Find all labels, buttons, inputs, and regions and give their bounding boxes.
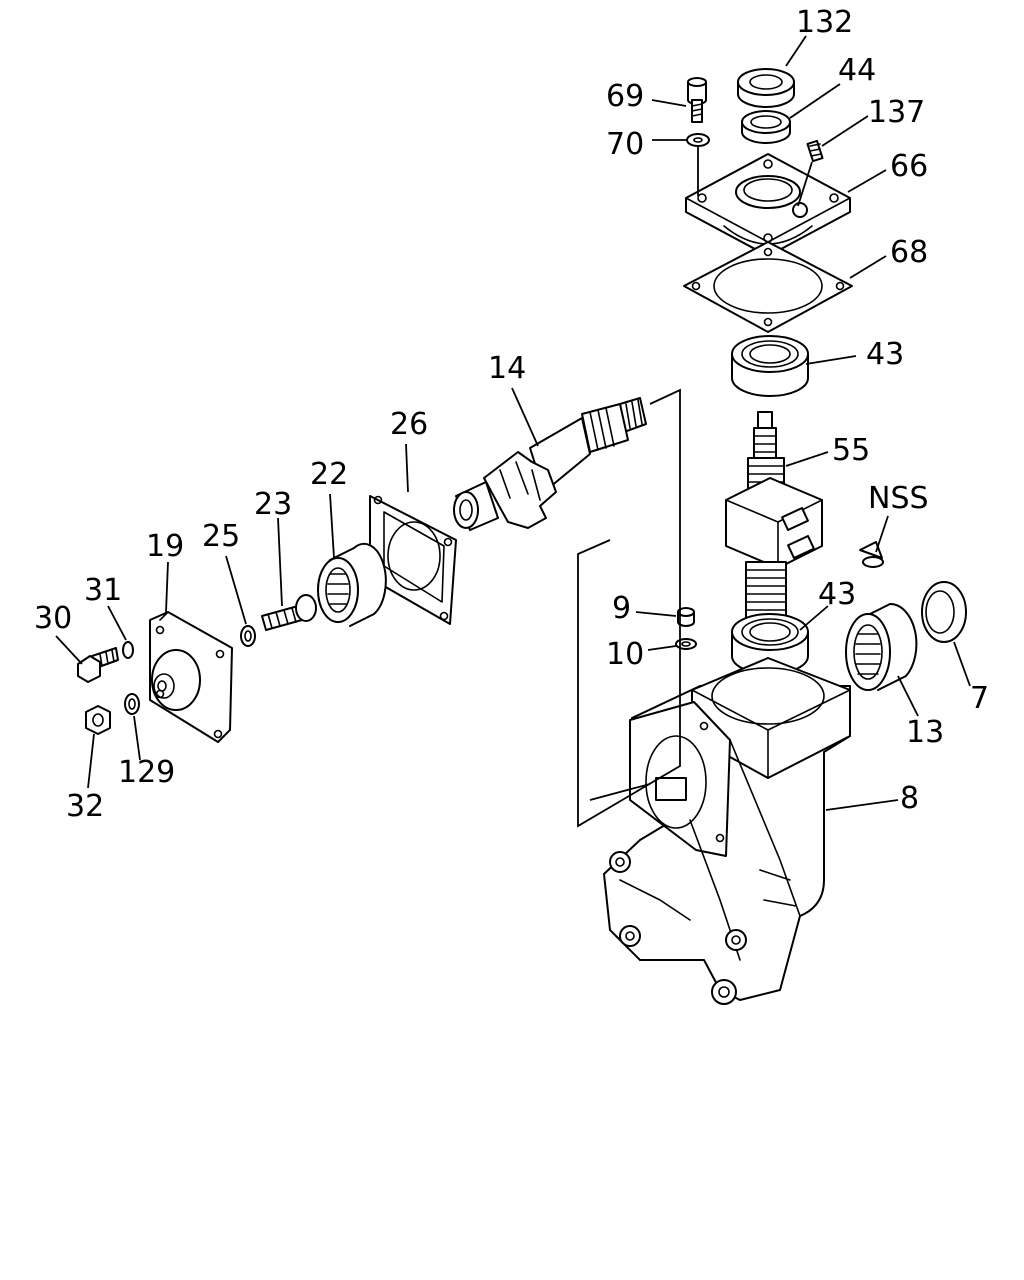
part-129-washer	[124, 693, 140, 715]
part-23-adjusting-screw	[261, 594, 317, 631]
label-19: 19	[146, 529, 184, 564]
label-8: 8	[900, 781, 919, 816]
label-31: 31	[84, 573, 122, 608]
label-22: 22	[310, 457, 348, 492]
label-14: 14	[488, 351, 526, 386]
part-22-needle-bearing	[317, 542, 387, 627]
part-14-pinion-shaft	[453, 397, 647, 531]
part-55-sector-shaft	[725, 411, 823, 619]
part-10-washer	[675, 638, 697, 650]
label-26: 26	[390, 407, 428, 442]
label-44: 44	[838, 53, 876, 88]
part-30-bolt	[77, 647, 119, 683]
leader-lines	[55, 35, 971, 811]
part-8-housing	[603, 657, 851, 1005]
part-70-washer	[686, 133, 710, 147]
label-7: 7	[970, 681, 989, 716]
part-25-washer	[240, 625, 256, 647]
part-19-side-cover	[149, 611, 233, 743]
part-number-labels: 132 44 69 137 70 66 68 43 14 26 55 22 NS…	[34, 5, 989, 824]
part-68-gasket	[683, 241, 853, 333]
part-66-cover-plate	[685, 153, 851, 257]
part-69-bolt	[687, 77, 707, 123]
label-25: 25	[202, 519, 240, 554]
part-137-grease-nipple	[806, 139, 824, 163]
part-32-nut	[85, 705, 111, 735]
part-nss-screw	[859, 541, 884, 568]
label-10: 10	[606, 637, 644, 672]
label-66: 66	[890, 149, 928, 184]
part-9-plug	[677, 607, 695, 627]
part-132-seal	[737, 68, 795, 108]
label-32: 32	[66, 789, 104, 824]
assembly-bracket-line	[577, 388, 681, 828]
label-55: 55	[832, 433, 870, 468]
part-43-lower-bearing	[731, 613, 809, 675]
label-nss: NSS	[868, 481, 929, 516]
label-30: 30	[34, 601, 72, 636]
label-132: 132	[796, 5, 853, 40]
part-43-upper-bearing	[731, 335, 809, 397]
label-43-upper: 43	[866, 337, 904, 372]
label-129: 129	[118, 755, 175, 790]
label-23: 23	[254, 487, 292, 522]
label-13: 13	[906, 715, 944, 750]
part-31-lock-washer	[122, 641, 134, 659]
label-70: 70	[606, 127, 644, 162]
part-26-gasket	[369, 495, 457, 625]
label-137: 137	[868, 95, 925, 130]
label-9: 9	[612, 591, 631, 626]
label-69: 69	[606, 79, 644, 114]
part-7-oil-seal	[921, 581, 967, 643]
part-44-ring	[741, 110, 791, 144]
part-13-needle-bearing	[845, 602, 918, 691]
label-43-lower: 43	[818, 577, 856, 612]
label-68: 68	[890, 235, 928, 270]
